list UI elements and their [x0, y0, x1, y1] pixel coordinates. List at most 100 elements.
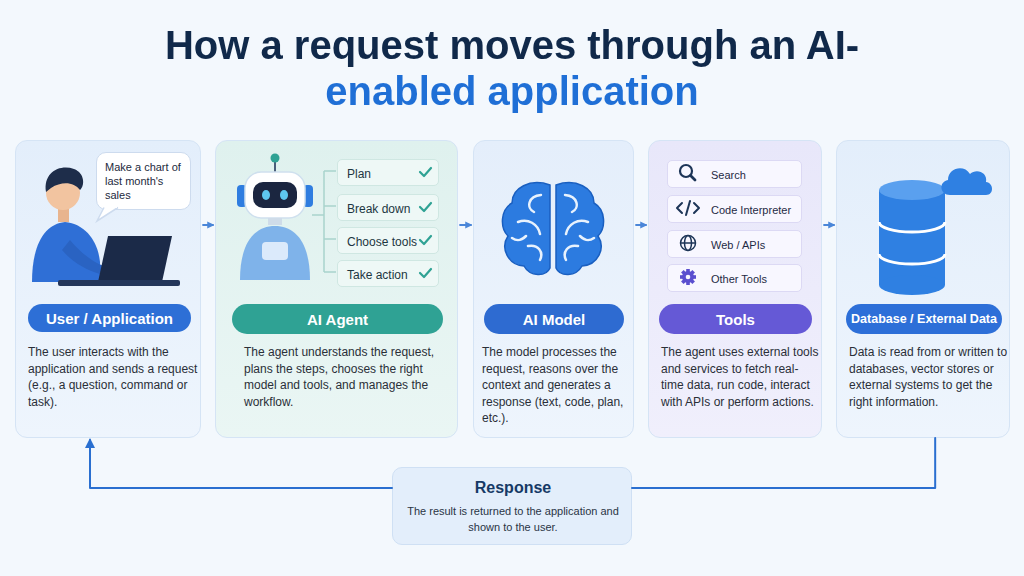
- response-description: The result is returned to the applicatio…: [405, 503, 621, 535]
- response-heading: Response: [393, 479, 633, 497]
- request-text: Make a chart of last month's sales: [105, 160, 189, 202]
- stage-heading: Database / External Data: [846, 304, 1002, 334]
- robot-illustration: [240, 226, 310, 280]
- tool-box: Web / APIs: [667, 230, 802, 258]
- leader-lines: [324, 170, 336, 172]
- diagram-title: How a request moves through an AI-enable…: [150, 22, 874, 114]
- stage-description: The user interacts with the application …: [28, 344, 198, 410]
- leader-lines: [312, 214, 324, 216]
- step-box: Choose tools: [337, 227, 439, 254]
- gear-icon: [681, 270, 695, 284]
- search-icon: [691, 176, 696, 181]
- speech-bubble-tail: [97, 208, 118, 222]
- check-marks: [420, 168, 431, 176]
- globe-icon: [685, 236, 692, 251]
- robot-illustration: [268, 218, 282, 225]
- robot-illustration: [237, 154, 313, 281]
- code-icon: [677, 201, 699, 215]
- leader-lines: [312, 171, 336, 272]
- connector-group: [90, 225, 935, 488]
- stage-heading: AI Model: [484, 304, 624, 334]
- brain-illustration: [565, 195, 594, 260]
- brain-illustration: [502, 183, 603, 275]
- step-box: Plan: [337, 159, 439, 186]
- stage-card: User / ApplicationThe user interacts wit…: [15, 140, 201, 438]
- speech-bubble: Make a chart of last month's sales: [96, 152, 191, 210]
- gear-icon: [680, 275, 696, 279]
- gear-icon: [686, 275, 691, 280]
- stage-card: AI AgentThe agent understands the reques…: [215, 140, 458, 438]
- tool-label: Other Tools: [711, 265, 801, 293]
- check-marks: [420, 203, 431, 211]
- check-marks: [420, 236, 431, 244]
- person-illustration: [32, 222, 100, 282]
- stage-heading: User / Application: [28, 304, 191, 332]
- stage-card: ToolsThe agent uses external tools and s…: [648, 140, 822, 438]
- robot-illustration: [245, 172, 305, 218]
- robot-illustration: [271, 154, 280, 163]
- step-label: Choose tools: [347, 228, 419, 255]
- robot-illustration: [262, 242, 288, 260]
- robot-illustration: [253, 182, 297, 208]
- person-illustration: [32, 168, 180, 286]
- gear-icon: [680, 269, 696, 285]
- database-illustration: [879, 222, 945, 232]
- flow-arrow: [636, 224, 646, 226]
- database-illustration: [879, 190, 945, 285]
- cloud-icon: [941, 168, 992, 195]
- stage-heading: AI Agent: [232, 304, 443, 334]
- response-box: ResponseThe result is returned to the ap…: [392, 467, 632, 545]
- search-icon: [680, 165, 692, 177]
- brain-illustration: [512, 195, 541, 260]
- flow-arrow: [460, 224, 471, 226]
- person-illustration: [62, 240, 104, 274]
- robot-illustration: [262, 190, 270, 200]
- gear-icon: [686, 269, 690, 285]
- flow-arrow: [203, 224, 213, 226]
- leader-lines: [324, 238, 336, 240]
- tool-label: Web / APIs: [711, 231, 801, 259]
- code-icon: [694, 203, 699, 213]
- tool-box: Code Interpreter: [667, 195, 802, 223]
- brain-illustration: [502, 183, 550, 275]
- person-illustration: [46, 168, 84, 192]
- step-label: Plan: [347, 160, 419, 187]
- step-label: Break down: [347, 195, 419, 222]
- code-icon: [686, 201, 690, 215]
- stage-heading: Tools: [659, 304, 812, 334]
- globe-icon: [681, 236, 696, 251]
- globe-icon: [681, 242, 696, 244]
- tool-box: Other Tools: [667, 264, 802, 292]
- leader-lines: [324, 271, 336, 273]
- database-illustration: [879, 254, 945, 264]
- brain-illustration: [556, 183, 604, 275]
- stage-description: The agent understands the request, plans…: [244, 344, 449, 410]
- step-label: Take action: [347, 261, 419, 288]
- tool-label: Search: [711, 161, 801, 189]
- brain-illustration: [502, 183, 550, 275]
- stage-description: The agent uses external tools and servic…: [661, 344, 819, 410]
- database-illustration: [879, 180, 945, 295]
- robot-illustration: [280, 190, 288, 200]
- person-illustration: [58, 280, 180, 286]
- response-loop-line: [632, 438, 935, 488]
- database-illustration: [879, 180, 945, 200]
- leader-lines: [324, 205, 336, 207]
- step-box: Break down: [337, 194, 439, 221]
- gear-icon: [682, 271, 694, 283]
- person-illustration: [46, 176, 80, 210]
- globe-icon: [681, 236, 696, 251]
- person-illustration: [98, 236, 172, 282]
- check-marks: [420, 269, 431, 277]
- speech-bubble-tail: [105, 205, 117, 208]
- robot-illustration: [303, 185, 313, 207]
- robot-illustration: [237, 185, 247, 207]
- robot-illustration: [274, 160, 276, 172]
- flow-arrow: [824, 224, 834, 226]
- search-icon: [680, 165, 695, 180]
- leader-lines: [323, 171, 325, 272]
- stage-card: AI ModelThe model processes the request,…: [473, 140, 634, 438]
- person-illustration: [58, 206, 69, 222]
- brain-illustration: [556, 183, 604, 275]
